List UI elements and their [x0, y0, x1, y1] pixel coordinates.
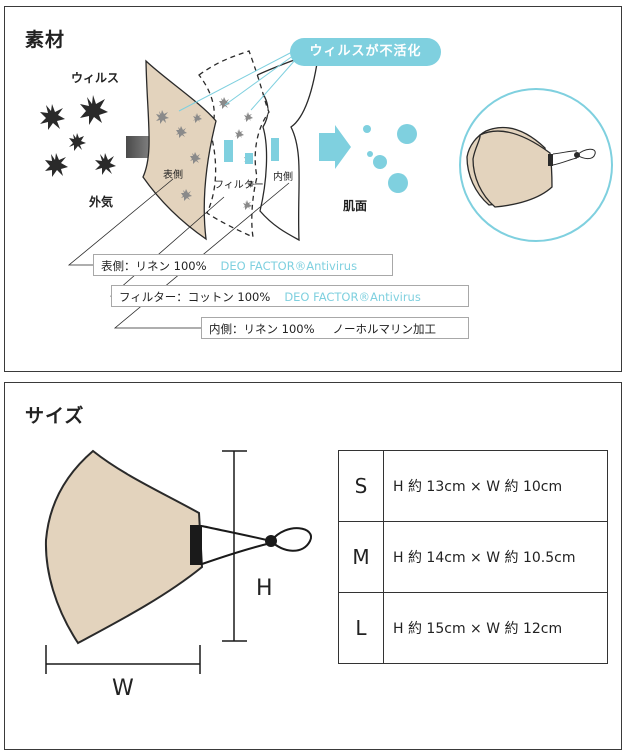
spec-inner: 内側：リネン 100% ノーホルマリン加工 [201, 317, 469, 339]
droplet-icon [397, 124, 417, 144]
virus-icon [190, 152, 201, 164]
size-panel: サイズ H W S H 約 13cm × W 約 10cm M H 約 14cm… [4, 382, 622, 750]
inner-layer-label: 内側 [273, 172, 293, 183]
virus-label: ウィルス [71, 71, 120, 85]
cord-stopper [265, 535, 277, 547]
outer-layer-label: 表側 [163, 170, 183, 181]
outer-layer [142, 59, 217, 241]
spec-outer-name: 表側：リネン 100% [101, 259, 207, 273]
virus-icon [45, 153, 68, 177]
table-row: M H 約 14cm × W 約 10.5cm [338, 521, 608, 593]
material-title: 素材 [25, 29, 66, 51]
mask-icon [466, 126, 596, 208]
spec-filter-finish: DEO FACTOR®Antivirus [284, 290, 421, 304]
width-dimension [45, 645, 201, 674]
virus-icon [181, 189, 192, 201]
size-table: S H 約 13cm × W 約 10cm M H 約 14cm × W 約 1… [338, 450, 608, 664]
size-title: サイズ [25, 405, 85, 427]
size-dims: H 約 14cm × W 約 10.5cm [383, 521, 608, 593]
height-letter: H [256, 576, 273, 601]
virus-icon [40, 104, 65, 130]
filter-layer-label: フィルター [214, 180, 264, 191]
virus-group [40, 95, 116, 177]
ear-strap [201, 525, 272, 565]
mask-outline [44, 449, 204, 645]
spec-filter-name: フィルター：コットン 100% [119, 290, 271, 304]
virus-icon [193, 113, 202, 123]
size-diagram [44, 449, 313, 674]
table-row: L H 約 15cm × W 約 12cm [338, 592, 608, 664]
spec-outer: 表側：リネン 100% DEO FACTOR®Antivirus [93, 254, 393, 276]
virus-icon [243, 200, 252, 210]
mask-strap-clip [190, 525, 202, 565]
airflow-bar-filter [224, 140, 233, 162]
virus-icon [235, 129, 244, 139]
spec-inner-finish: ノーホルマリン加工 [332, 322, 437, 336]
virus-icon [80, 95, 108, 125]
virus-icon [176, 126, 187, 138]
spec-inner-name: 内側：リネン 100% [209, 322, 315, 336]
size-code: M [338, 521, 384, 593]
material-panel: 素材 [4, 6, 622, 372]
material-diagram [40, 48, 613, 329]
virus-icon [219, 97, 230, 109]
virus-icon [244, 112, 253, 122]
size-dims: H 約 13cm × W 約 10cm [383, 450, 608, 522]
spec-filter: フィルター：コットン 100% DEO FACTOR®Antivirus [111, 285, 469, 307]
outside-air-label: 外気 [89, 195, 114, 209]
virus-icon [156, 110, 169, 124]
size-code: L [338, 592, 384, 664]
filter-layer [198, 50, 270, 239]
height-dimension [222, 450, 247, 642]
virus-icon [248, 180, 255, 188]
droplet-group [363, 124, 417, 193]
arrow-right-icon [319, 125, 351, 169]
inactivation-badge: ウィルスが不活化 [290, 38, 441, 66]
droplet-icon [373, 155, 387, 169]
virus-icon [95, 153, 116, 175]
callout-lines [178, 51, 297, 112]
droplet-icon [388, 173, 408, 193]
table-row: S H 約 13cm × W 約 10cm [338, 450, 608, 522]
droplet-icon [363, 125, 371, 133]
size-dims: H 約 15cm × W 約 12cm [383, 592, 608, 664]
airflow-bar-filter-small [245, 153, 253, 164]
spec-outer-finish: DEO FACTOR®Antivirus [220, 259, 358, 273]
virus-icon [69, 133, 86, 151]
ear-loop [269, 527, 313, 552]
size-code: S [338, 450, 384, 522]
width-letter: W [112, 676, 134, 701]
droplet-icon [367, 151, 373, 157]
skin-label: 肌面 [343, 199, 368, 213]
airflow-bar-inner [271, 138, 279, 161]
